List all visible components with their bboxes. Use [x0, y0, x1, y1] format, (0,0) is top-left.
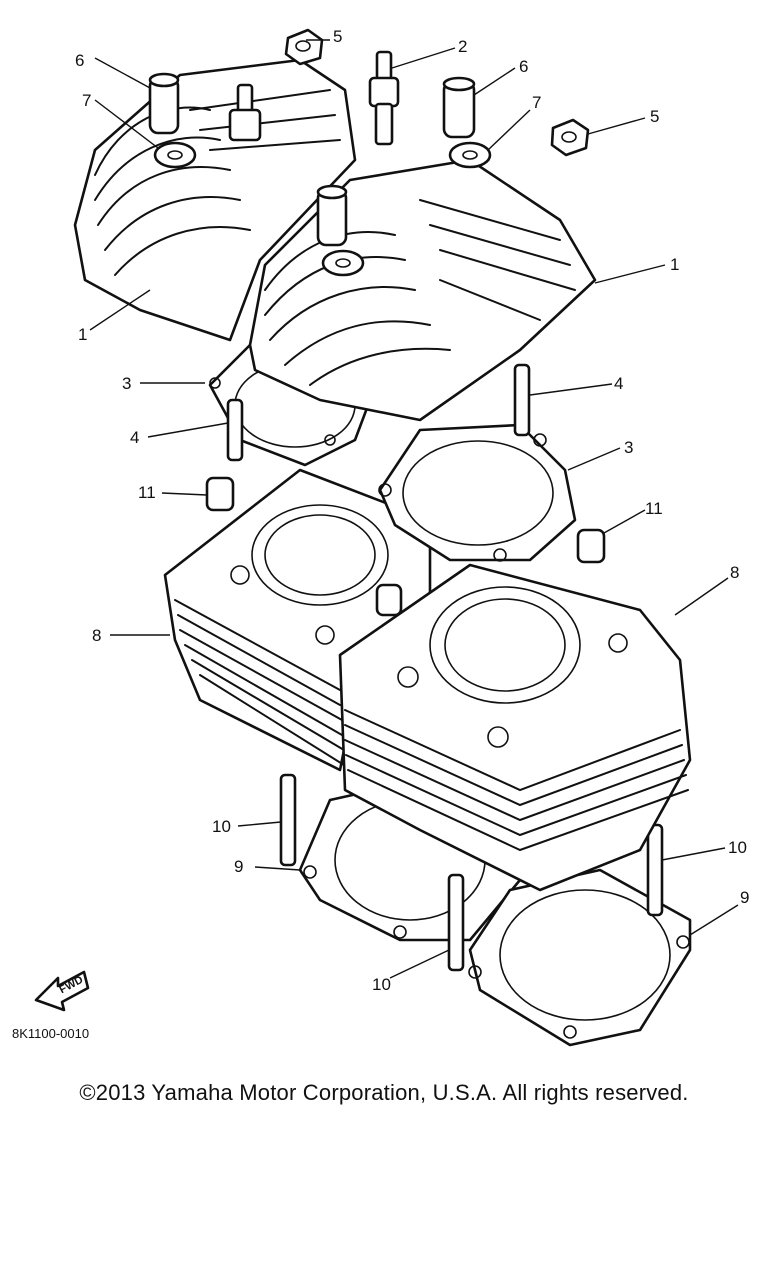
callout-9-left: 9: [234, 857, 243, 876]
nut-5-right: [550, 118, 590, 157]
part-code: 8K1100-0010: [12, 1026, 89, 1041]
spacer-6-left: [148, 72, 180, 135]
stud-bolt-10-right: [646, 823, 664, 917]
stud-bolt-10-left: [279, 773, 297, 867]
nut-5-left: [284, 28, 324, 66]
stud-11-left: [205, 476, 235, 512]
callout-7-right: 7: [532, 93, 541, 112]
stud-4-right: [513, 363, 531, 437]
callout-11-right: 11: [645, 499, 663, 518]
callout-6-right: 6: [519, 57, 528, 76]
stud-bolt-10-middle: [447, 873, 465, 972]
callout-8-right: 8: [730, 563, 739, 582]
callout-11-left: 11: [138, 483, 156, 502]
spark-plug-left: [228, 83, 262, 142]
leader-lines: [89, 39, 739, 979]
callout-8-left: 8: [92, 626, 101, 645]
callout-10-bottom: 10: [372, 975, 391, 994]
callout-3-right: 3: [624, 438, 633, 457]
callout-6-left: 6: [75, 51, 84, 70]
callout-5-right: 5: [650, 107, 659, 126]
callout-5-top: 5: [333, 27, 342, 46]
callout-4-right: 4: [614, 374, 623, 393]
callout-10-left: 10: [212, 817, 231, 836]
callout-7-left: 7: [82, 91, 91, 110]
callout-3-left: 3: [122, 374, 131, 393]
callout-1-right: 1: [670, 255, 679, 274]
callout-4-left: 4: [130, 428, 139, 447]
stud-11-mid: [375, 583, 403, 617]
washer-7-right: [448, 141, 492, 169]
callout-2: 2: [458, 37, 467, 56]
head-gasket-right: [378, 423, 577, 562]
stud-4-left: [226, 398, 244, 462]
stud-11-right: [576, 528, 606, 564]
callout-9-right: 9: [740, 888, 749, 907]
forward-arrow-icon: FWD: [34, 970, 90, 1012]
callout-10-right: 10: [728, 838, 747, 857]
spacer-6-mid: [316, 184, 348, 247]
spark-plug-right: [368, 50, 400, 146]
copyright-notice: ©2013 Yamaha Motor Corporation, U.S.A. A…: [79, 1080, 689, 1105]
callout-1-left: 1: [78, 325, 87, 344]
washer-7-mid: [321, 249, 365, 277]
exploded-parts-diagram: 6 7 5 2 6 7 5 1 1 3 4 4 3 11 11 8 8 10 9…: [12, 27, 749, 1047]
cylinder-right: [338, 563, 692, 892]
spacer-6-right: [442, 76, 476, 139]
washer-7-left: [153, 141, 197, 169]
